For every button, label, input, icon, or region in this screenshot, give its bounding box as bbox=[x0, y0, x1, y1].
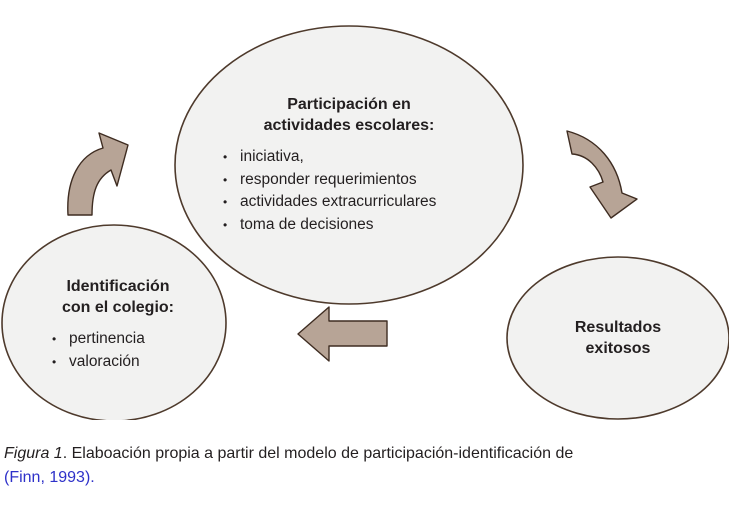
arrow-top-to-right bbox=[566, 130, 638, 219]
participation-title-line-1: Participación en bbox=[287, 96, 411, 113]
participation-list: iniciativa, responder requerimientos act… bbox=[223, 146, 475, 236]
participation-title: Participación en actividades escolares: bbox=[223, 94, 475, 136]
citation-link[interactable]: (Finn, 1993). bbox=[4, 469, 95, 486]
list-item: actividades extracurriculares bbox=[223, 191, 475, 214]
caption-text: . Elaboación propia a partir del modelo … bbox=[62, 445, 574, 462]
identification-title: Identificación con el colegio: bbox=[48, 276, 188, 318]
identification-title-line-1: Identificación bbox=[66, 278, 170, 295]
identification-title-line-2: con el colegio: bbox=[61, 299, 174, 316]
results-title: Resultados exitosos bbox=[548, 317, 688, 359]
list-item: toma de decisiones bbox=[223, 214, 475, 237]
participation-title-line-2: actividades escolares: bbox=[263, 117, 435, 134]
results-node-text: Resultados exitosos bbox=[548, 317, 688, 359]
figure-caption: Figura 1. Elaboación propia a partir del… bbox=[4, 442, 726, 490]
list-item: pertinencia bbox=[52, 328, 188, 351]
results-title-line-2: exitosos bbox=[585, 340, 651, 357]
arrow-left-to-top bbox=[67, 132, 129, 216]
results-title-line-1: Resultados bbox=[574, 319, 662, 336]
results-node bbox=[506, 256, 729, 420]
figure-label: Figura 1 bbox=[4, 445, 63, 462]
list-item: iniciativa, bbox=[223, 146, 475, 169]
identification-node-text: Identificación con el colegio: pertinenc… bbox=[48, 276, 188, 373]
list-item: valoración bbox=[52, 351, 188, 374]
list-item: responder requerimientos bbox=[223, 169, 475, 192]
participation-node-text: Participación en actividades escolares: … bbox=[223, 94, 475, 236]
identification-list: pertinencia valoración bbox=[52, 328, 188, 373]
arrow-right-to-left bbox=[297, 306, 388, 362]
